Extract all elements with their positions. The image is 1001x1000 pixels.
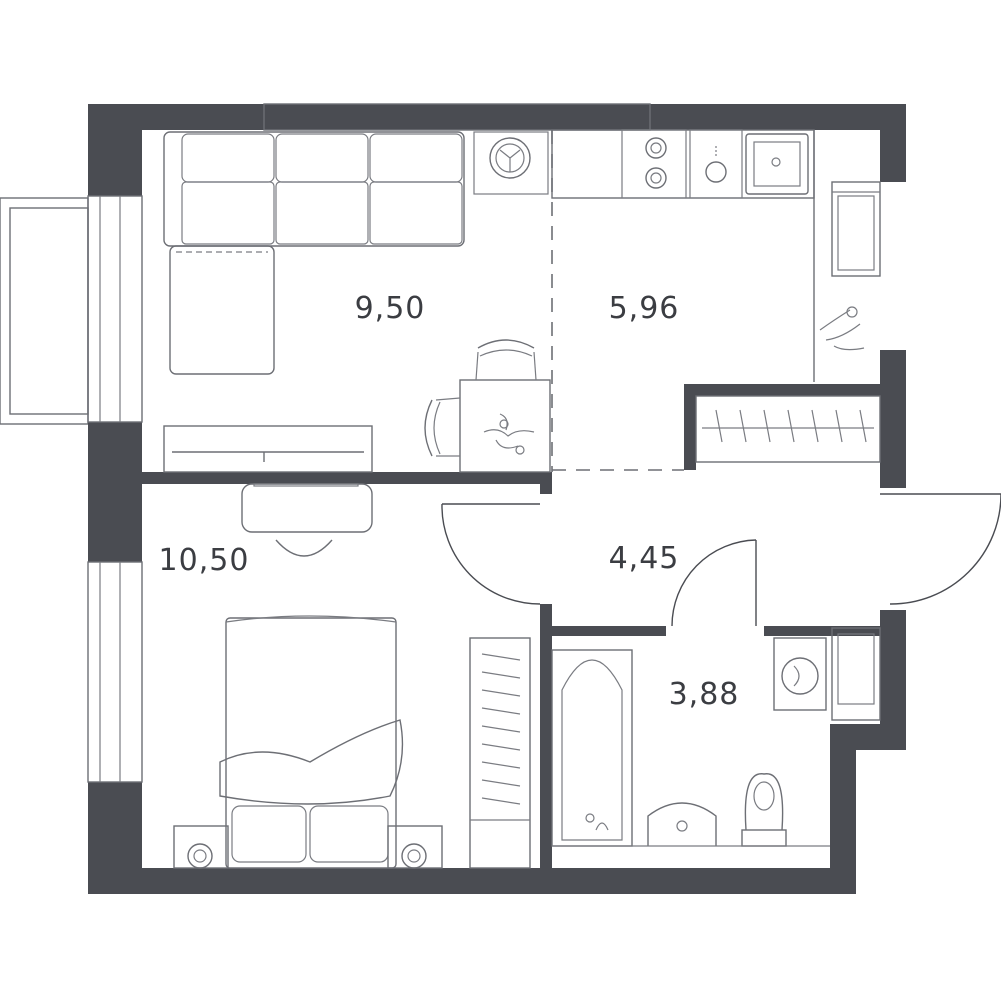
tv-console-icon xyxy=(163,425,373,473)
interior-walls xyxy=(142,384,880,870)
room-area-label: 4,45 xyxy=(609,541,680,576)
room-area-label: 10,50 xyxy=(159,543,250,578)
flower-vase-icon xyxy=(483,413,535,455)
room-area-label: 3,88 xyxy=(669,677,740,712)
floor-lamp-icon xyxy=(473,131,549,195)
bed-icon xyxy=(219,615,404,869)
room-hallway[interactable] xyxy=(552,472,880,626)
washbasin-icon xyxy=(647,802,717,846)
fridge-icon xyxy=(831,181,881,277)
stove-icon xyxy=(621,129,687,199)
room-area-label: 5,96 xyxy=(609,291,680,326)
chair-icon xyxy=(475,339,537,381)
nightstand-icon xyxy=(387,825,443,869)
chair-icon xyxy=(424,397,461,457)
shelf-icon xyxy=(831,627,881,721)
flower-vase-icon xyxy=(819,306,865,351)
window-icon xyxy=(87,195,143,423)
room-bedroom[interactable] xyxy=(142,484,540,868)
wardrobe-icon xyxy=(469,637,531,869)
dining-table-icon xyxy=(459,379,551,473)
wardrobe-icon xyxy=(695,395,881,463)
door-icon[interactable] xyxy=(671,539,757,627)
nightstand-icon xyxy=(173,825,229,869)
dishwasher-icon xyxy=(689,129,743,199)
window-icon xyxy=(87,561,143,783)
outer-walls xyxy=(88,104,906,894)
sink-icon xyxy=(745,133,809,195)
balcony-icon xyxy=(0,197,89,425)
room-living-room[interactable] xyxy=(142,130,552,472)
desk-icon xyxy=(241,483,373,557)
room-bathroom[interactable] xyxy=(552,636,830,868)
door-icon[interactable] xyxy=(880,493,1001,605)
sofa-icon xyxy=(163,131,465,375)
washing-machine-icon xyxy=(773,637,827,711)
room-area-label: 9,50 xyxy=(355,291,426,326)
room-kitchen[interactable] xyxy=(552,130,880,384)
window-icon xyxy=(263,103,651,131)
door-icon[interactable] xyxy=(441,503,541,605)
